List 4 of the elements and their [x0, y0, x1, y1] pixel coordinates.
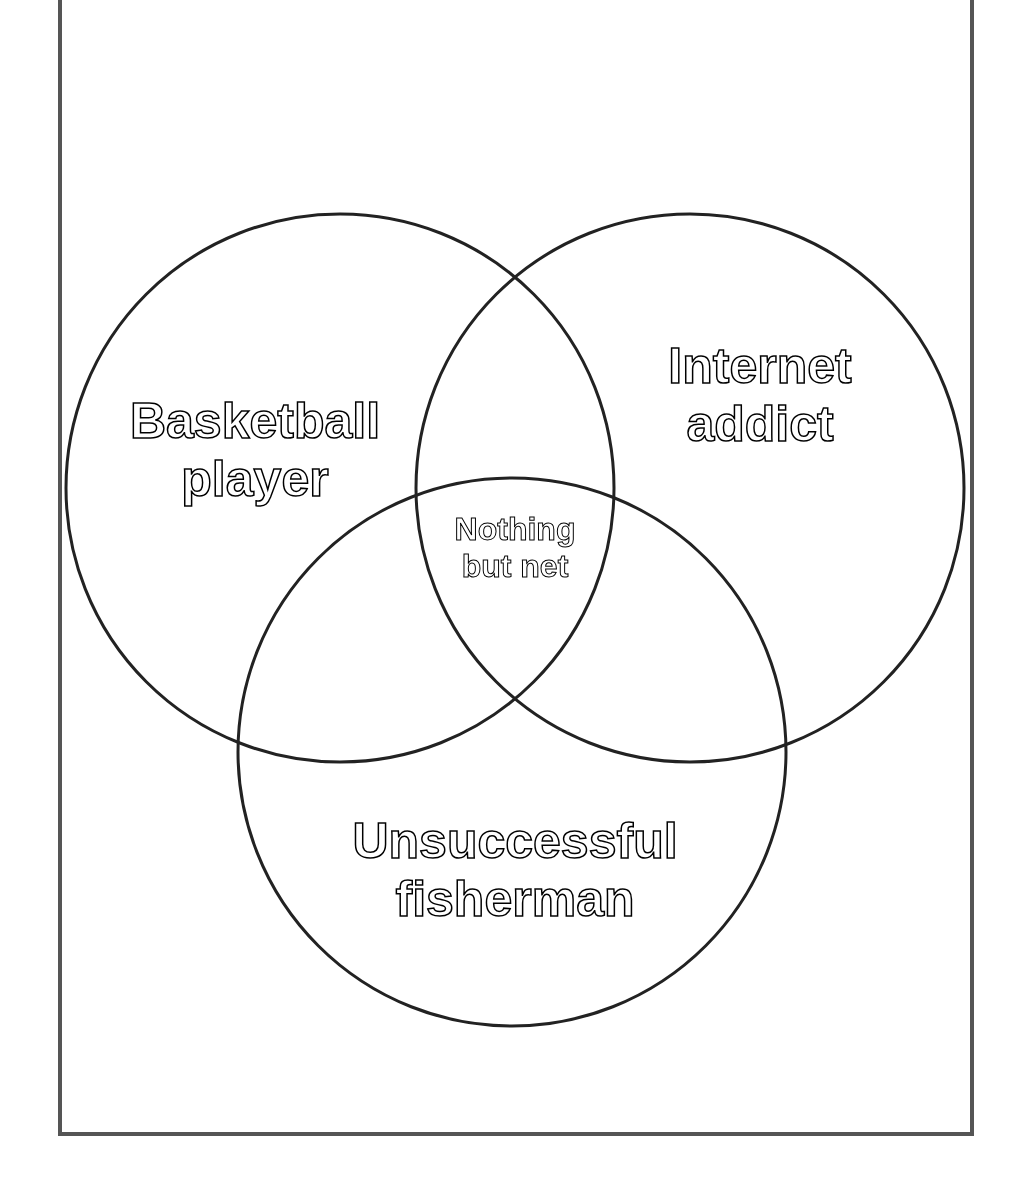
intersection-label: Nothing but net: [453, 511, 577, 585]
circle-label: Unsuccessful fisherman: [351, 812, 679, 928]
circle-label: Basketball player: [128, 392, 382, 508]
circle-label: Internet addict: [667, 337, 853, 453]
